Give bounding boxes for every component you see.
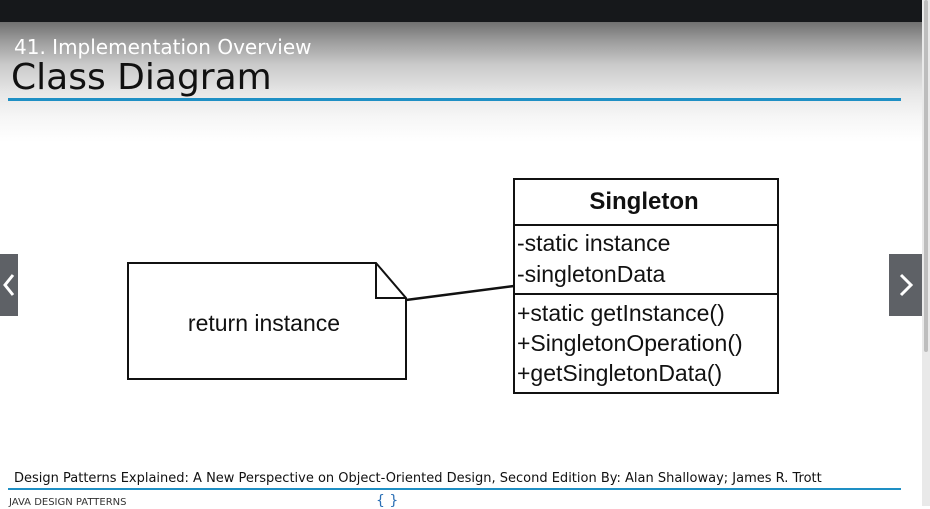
attribute-2: -singletonData <box>517 261 666 287</box>
top-bar <box>0 0 922 22</box>
slide-title: Class Diagram <box>11 57 272 98</box>
chevron-right-icon <box>899 273 913 297</box>
footer-course-name: JAVA DESIGN PATTERNS <box>9 497 127 508</box>
note-fold <box>375 263 406 299</box>
chevron-left-icon <box>3 274 15 296</box>
previous-slide-button[interactable] <box>0 254 18 316</box>
slide-header: 41. Implementation Overview Class Diagra… <box>0 22 922 142</box>
next-slide-button[interactable] <box>889 254 922 316</box>
scrollbar-thumb[interactable] <box>924 0 928 352</box>
footer-rule <box>8 488 901 490</box>
title-underline <box>8 98 901 101</box>
note-text: return instance <box>188 310 340 336</box>
brand-logo: { } <box>376 493 399 509</box>
note-shape <box>127 262 407 380</box>
operation-3: +getSingletonData() <box>517 360 722 386</box>
attribute-1: -static instance <box>517 230 670 256</box>
slide-number: 41. Implementation Overview <box>14 35 312 59</box>
vertical-scrollbar[interactable] <box>922 0 930 506</box>
footer-citation: Design Patterns Explained: A New Perspec… <box>14 471 822 486</box>
note-connector <box>405 284 515 302</box>
class-name: Singleton <box>589 188 698 215</box>
operation-2: +SingletonOperation() <box>517 330 743 356</box>
operation-1: +static getInstance() <box>517 300 725 326</box>
class-box <box>513 178 779 394</box>
